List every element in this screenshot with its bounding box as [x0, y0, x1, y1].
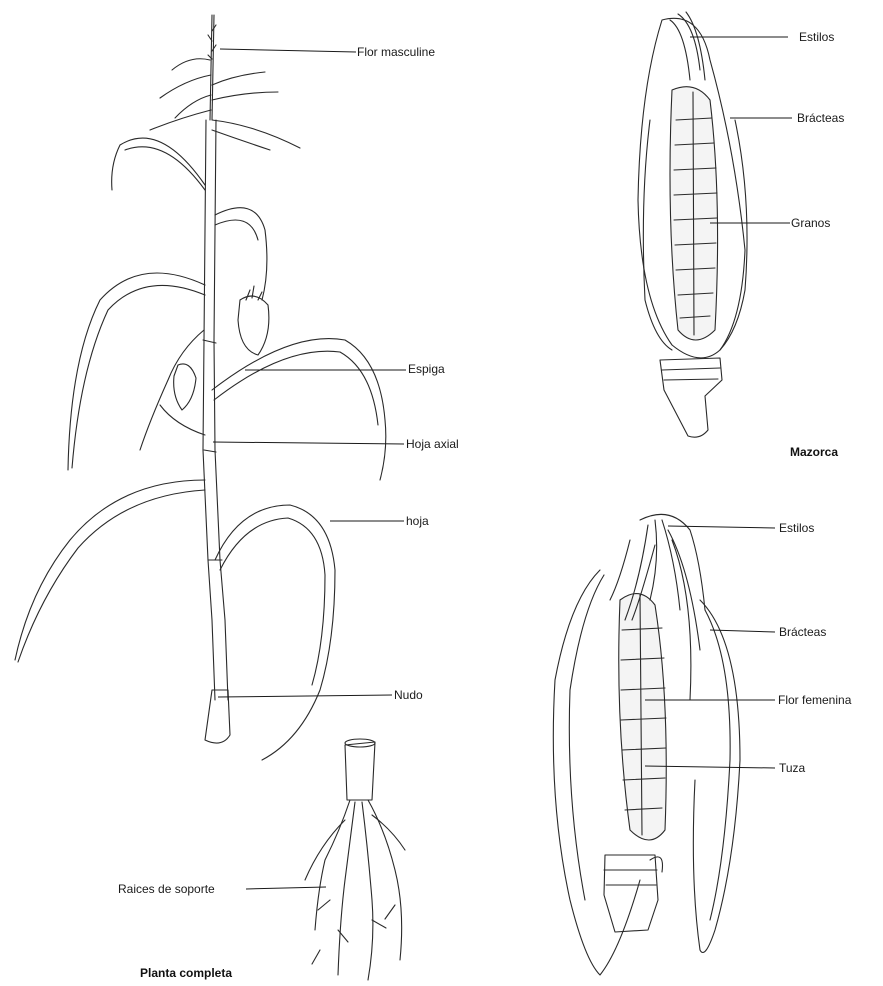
label-tuza: Tuza — [779, 761, 806, 775]
leaves-drawing — [15, 138, 386, 760]
label-bracteas-top: Brácteas — [797, 111, 844, 125]
label-flor-masculina: Flor masculine — [357, 45, 435, 59]
label-espiga: Espiga — [408, 362, 445, 376]
label-estilos-top: Estilos — [799, 30, 834, 44]
label-nudo: Nudo — [394, 688, 423, 702]
label-bracteas-bottom: Brácteas — [779, 625, 826, 639]
label-estilos-bottom: Estilos — [779, 521, 814, 535]
plant-leader-lines — [213, 49, 406, 889]
whole-plant-illustration — [15, 15, 405, 980]
label-flor-femenina: Flor femenina — [778, 693, 852, 707]
label-granos: Granos — [791, 216, 830, 230]
cob-illustration-top — [638, 12, 747, 437]
plant-ear-drawing — [174, 286, 269, 410]
label-hoja: hoja — [406, 514, 429, 528]
roots-drawing — [305, 739, 405, 980]
caption-mazorca: Mazorca — [790, 445, 838, 459]
label-raices-soporte: Raices de soporte — [118, 882, 215, 896]
label-hoja-axial: Hoja axial — [406, 437, 459, 451]
tassel-drawing — [150, 15, 300, 150]
stalk-drawing — [203, 120, 230, 743]
caption-planta-completa: Planta completa — [140, 966, 232, 980]
cob-illustration-bottom — [553, 514, 740, 975]
